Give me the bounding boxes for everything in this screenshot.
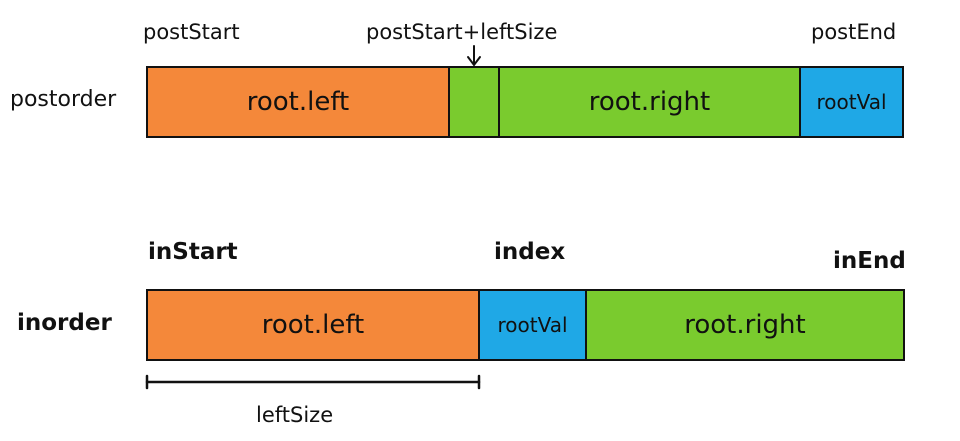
left-size-span-bracket (145, 374, 481, 390)
post-left-remainder-segment (448, 66, 500, 138)
in-index-marker: index (494, 239, 566, 265)
inorder-row-label: inorder (17, 310, 112, 336)
post-root-left-segment: root.left (146, 66, 450, 138)
post-mid-marker: postStart+leftSize (366, 20, 558, 44)
in-end-marker: inEnd (833, 248, 906, 274)
post-end-marker: postEnd (811, 20, 897, 44)
in-root-val-segment: rootVal (478, 289, 587, 361)
in-root-right-segment: root.right (585, 289, 905, 361)
postorder-row-label: postorder (10, 87, 117, 112)
in-root-left-segment: root.left (146, 289, 480, 361)
post-root-val-segment: rootVal (799, 66, 904, 138)
in-start-marker: inStart (148, 239, 238, 265)
left-size-label: leftSize (256, 403, 334, 427)
post-start-marker: postStart (143, 20, 240, 44)
post-root-right-segment: root.right (498, 66, 801, 138)
post-mid-arrow (467, 45, 481, 67)
